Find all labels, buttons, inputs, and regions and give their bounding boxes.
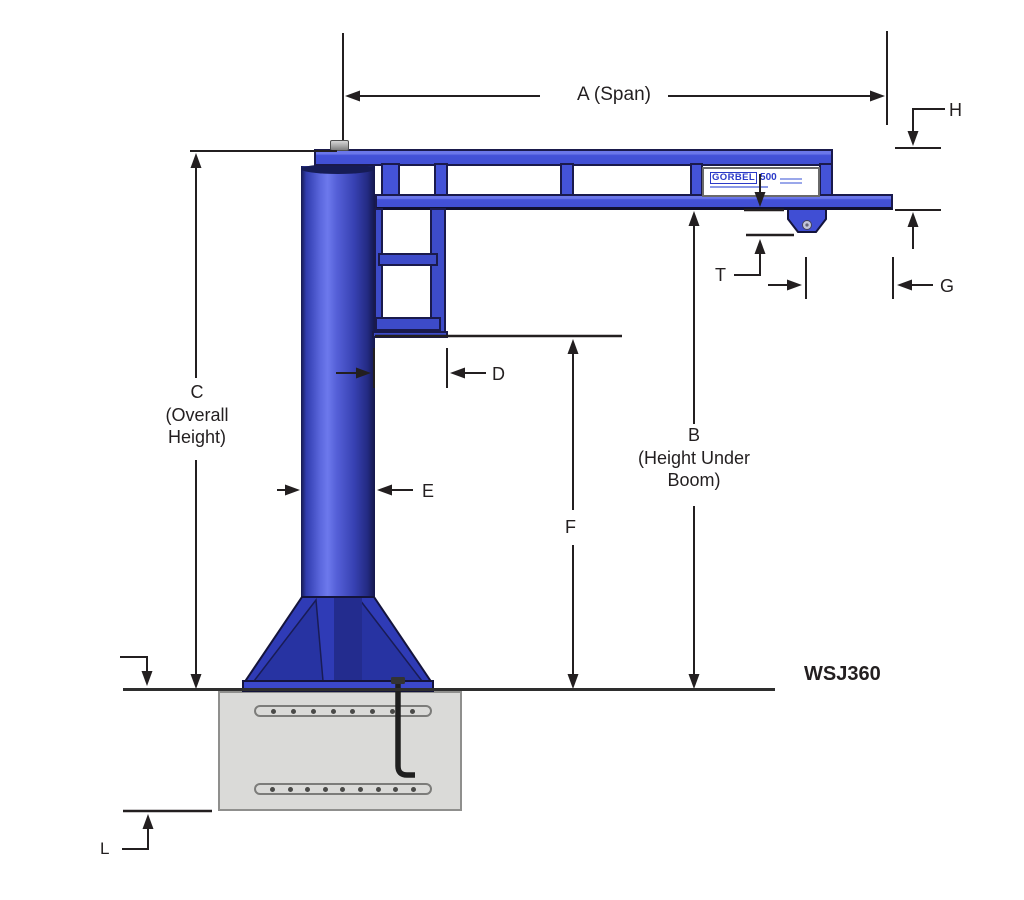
rebar-row-top (254, 705, 432, 717)
capacity-value: 500 (760, 172, 777, 183)
dim-label-a: A (Span) (577, 84, 651, 105)
boom-strut (381, 163, 400, 196)
base-gussets (242, 596, 434, 684)
model-number-label: WSJ360 (804, 663, 881, 685)
pivot-bolt (330, 140, 349, 151)
concrete-foundation (218, 691, 462, 811)
dim-label-b: B (687, 425, 700, 445)
dim-label-e: E (422, 481, 435, 501)
dim-l (120, 656, 212, 850)
dim-g (768, 257, 933, 299)
dim-label-c: C (190, 382, 204, 402)
dim-label-g: G (940, 276, 955, 296)
dim-e (277, 484, 413, 496)
dim-a-span (342, 31, 888, 140)
anchor-j-bolt (391, 677, 415, 778)
dim-label-b-sub: (Height Under Boom) (637, 447, 751, 491)
dim-b (688, 211, 700, 689)
dim-label-t: T (715, 265, 726, 285)
dim-label-l: L (100, 839, 110, 858)
dim-label-f: F (565, 517, 576, 537)
mast-top-cap (301, 164, 375, 174)
boom-track-beam (375, 194, 893, 210)
boom-end-strut (819, 163, 833, 196)
pivot-frame-rung (375, 317, 441, 331)
dim-d (336, 348, 486, 388)
dim-label-h: H (949, 100, 962, 120)
dim-label-c-block: C (Overall Height) (147, 381, 247, 449)
dim-label-d: D (492, 364, 505, 384)
pivot-frame-rung (378, 253, 438, 266)
dim-t (734, 174, 794, 276)
dim-label-c-sub: (Overall Height) (165, 404, 229, 448)
mast-column (301, 166, 375, 598)
boom-strut (434, 163, 448, 196)
boom-strut (560, 163, 574, 196)
dim-label-b-block: B (Height Under Boom) (618, 424, 770, 492)
dim-c (190, 150, 337, 689)
label-fine-print-line (710, 185, 768, 189)
dim-h (895, 108, 945, 249)
label-fine-print (779, 178, 802, 184)
rebar-row-bottom (254, 783, 432, 795)
dim-f (375, 334, 622, 689)
brand-logo-text: GORBEL (710, 172, 758, 184)
